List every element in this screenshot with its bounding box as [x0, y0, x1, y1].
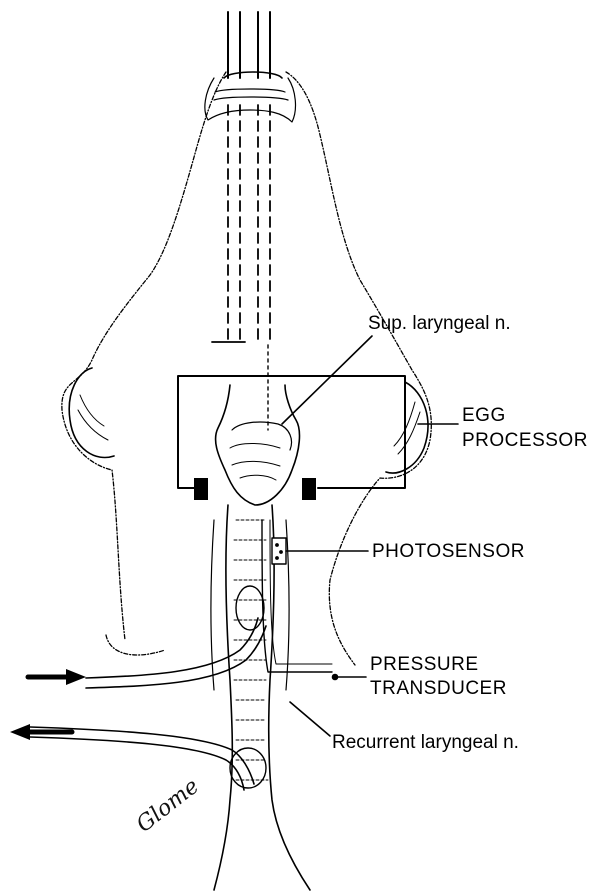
- body-outline: [62, 72, 431, 665]
- inflow-tube: [86, 618, 266, 688]
- recurrent-laryngeal-label: Recurrent laryngeal n.: [332, 733, 519, 752]
- larynx: [216, 385, 300, 505]
- left-bulge: [69, 368, 114, 458]
- dashed-tubes: [228, 105, 270, 430]
- egg-processor-label-line1: EGG: [462, 406, 506, 425]
- outflow-tube: [30, 727, 254, 790]
- photosensor-device: [272, 538, 286, 564]
- nerve-nodes: [230, 586, 266, 788]
- pressure-transducer-label-line1: PRESSURE: [370, 655, 479, 674]
- sup-laryngeal-label: Sup. laryngeal n.: [368, 314, 511, 333]
- egg-processor-label-line2: PROCESSOR: [462, 431, 588, 450]
- left-electrode: [194, 478, 208, 500]
- sup-laryngeal-leader: [282, 336, 372, 424]
- inflow-arrow: [28, 669, 86, 685]
- trachea: [211, 505, 310, 890]
- pressure-transducer-label-line2: TRANSDUCER: [370, 679, 507, 698]
- right-electrode: [302, 478, 316, 500]
- top-tubes: [224, 12, 282, 78]
- recurrent-laryngeal-leader: [290, 702, 330, 736]
- leader-lines: [282, 336, 458, 736]
- photosensor-label: PHOTOSENSOR: [372, 542, 525, 561]
